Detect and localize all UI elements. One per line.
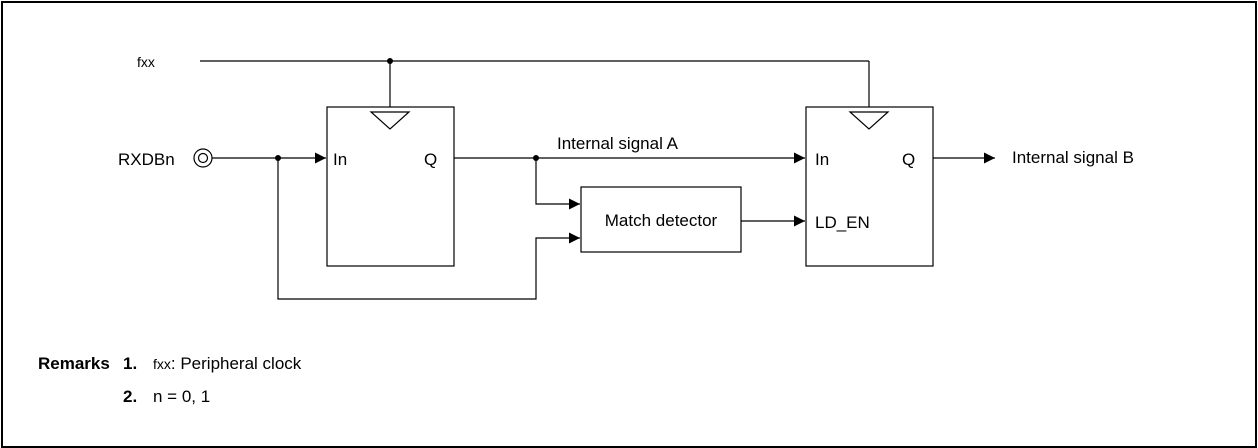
remark-1-term: fxx xyxy=(153,356,171,372)
input-pin-label: RXDBn xyxy=(118,150,175,169)
flipflop-2 xyxy=(805,106,934,267)
flipflop-1-in-label: In xyxy=(333,150,347,169)
remark-2-number: 2. xyxy=(123,387,138,406)
match-detector-label: Match detector xyxy=(605,211,718,230)
flipflop-2-in-label: In xyxy=(815,150,829,169)
remark-2-text: n = 0, 1 xyxy=(153,387,211,406)
signal-a-to-detector-wire xyxy=(535,158,580,210)
match-detector-box xyxy=(580,186,742,253)
flipflop-2-ld-en-label: LD_EN xyxy=(815,213,870,232)
input-pin-symbol xyxy=(193,148,213,168)
clock-junction-dot xyxy=(387,58,393,64)
input-to-detector-wire xyxy=(277,158,580,300)
clock-label: fxx xyxy=(137,54,155,70)
remark-1-number: 1. xyxy=(123,354,138,373)
flipflop-1-q-label: Q xyxy=(424,150,437,169)
internal-signal-a-label: Internal signal A xyxy=(557,134,679,153)
flipflop-2-clock-triangle xyxy=(848,111,890,130)
clock-line xyxy=(200,60,870,112)
remarks-heading: Remarks xyxy=(38,354,110,373)
remark-1-text: fxx: Peripheral clock xyxy=(153,354,301,374)
flipflop-1 xyxy=(326,106,455,267)
flipflop-2-q-label: Q xyxy=(902,150,915,169)
internal-signal-b-label: Internal signal B xyxy=(1012,148,1134,167)
flipflop-1-clock-triangle xyxy=(369,111,411,130)
remark-1-description: : Peripheral clock xyxy=(170,354,302,373)
